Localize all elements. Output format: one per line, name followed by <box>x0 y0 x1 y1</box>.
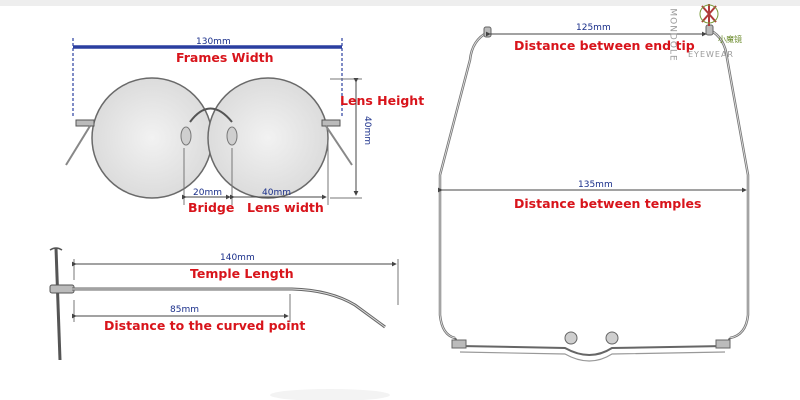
temples-label: Distance between temples <box>514 196 702 211</box>
brand-logo-text: 小魔镜 <box>718 35 742 44</box>
lens-height-label: Lens Height <box>340 93 425 108</box>
lens-width-label: Lens width <box>247 200 324 215</box>
brand-name: MONDOLE <box>667 8 678 62</box>
frames-width-label: Frames Width <box>176 50 274 65</box>
temples-value: 135mm <box>578 180 613 190</box>
front-view-glasses <box>65 38 362 205</box>
side-view-temple <box>49 247 399 361</box>
temple-length-label: Temple Length <box>190 266 294 281</box>
curved-point-label: Distance to the curved point <box>104 318 306 333</box>
frames-width-value: 130mm <box>196 37 231 47</box>
lens-height-value: 40mm <box>362 116 372 145</box>
top-view-frame <box>437 24 750 362</box>
curved-point-value: 85mm <box>170 305 199 315</box>
bridge-value: 20mm <box>193 188 222 198</box>
brand-sub: EYEWEAR <box>688 50 734 59</box>
lens-width-value: 40mm <box>262 188 291 198</box>
bridge-label: Bridge <box>188 200 235 215</box>
brand-logo-icon <box>699 4 719 26</box>
end-tip-value: 125mm <box>576 23 611 33</box>
temple-length-value: 140mm <box>220 253 255 263</box>
end-tip-label: Distance between end tip <box>514 38 695 53</box>
